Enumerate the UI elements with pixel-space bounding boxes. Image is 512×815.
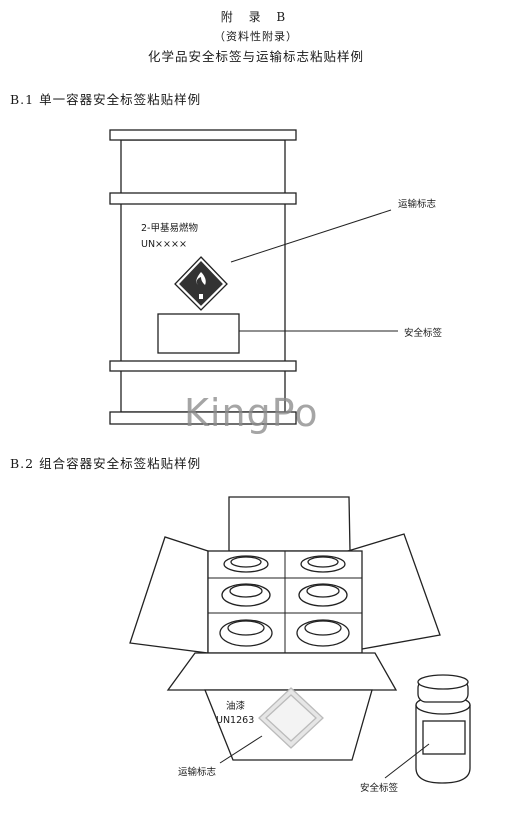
box-front-flap (166, 652, 398, 691)
drum-safety-label-callout: 安全标签 (404, 328, 443, 339)
box-transport-mark-callout: 运输标志 (178, 767, 217, 778)
drum-lower-rolling-hoop (109, 360, 297, 372)
section-b2-heading: B.2 组合容器安全标签粘贴样例 (10, 456, 202, 471)
jar-safety-label (422, 720, 466, 755)
appendix-title: 附 录 B (220, 10, 292, 24)
drum-bottom-rim (109, 411, 297, 425)
drum-illustration (109, 129, 398, 425)
drum-label-name: 2-甲基易燃物 (141, 222, 198, 234)
standalone-jar (415, 674, 471, 784)
watermark: KingPo (184, 391, 319, 435)
drum-safety-label (157, 313, 240, 354)
jar-safety-label-callout: 安全标签 (360, 783, 399, 794)
drum-upper-rolling-hoop (109, 192, 297, 205)
drum-top-rim (109, 129, 297, 141)
drum-transport-diamond (174, 256, 228, 311)
box-illustration (129, 496, 471, 784)
jar-safety-leader (384, 743, 430, 779)
box-left-flap (129, 536, 209, 654)
box-back-flap (228, 496, 351, 552)
drum-transport-mark-callout: 运输标志 (398, 199, 437, 210)
appendix-heading: 化学品安全标签与运输标志粘贴样例 (147, 49, 364, 64)
appendix-nature: （资料性附录） (214, 30, 298, 43)
box-label-name: 油漆 (226, 700, 246, 712)
box-transport-diamond (258, 687, 324, 749)
section-b1-heading: B.1 单一容器安全标签粘贴样例 (10, 92, 202, 107)
box-transport-leader (219, 735, 263, 764)
box-label-un: UN1263 (216, 715, 254, 726)
drum-transport-leader (230, 209, 392, 263)
drum-label-un: UN×××× (141, 239, 187, 250)
